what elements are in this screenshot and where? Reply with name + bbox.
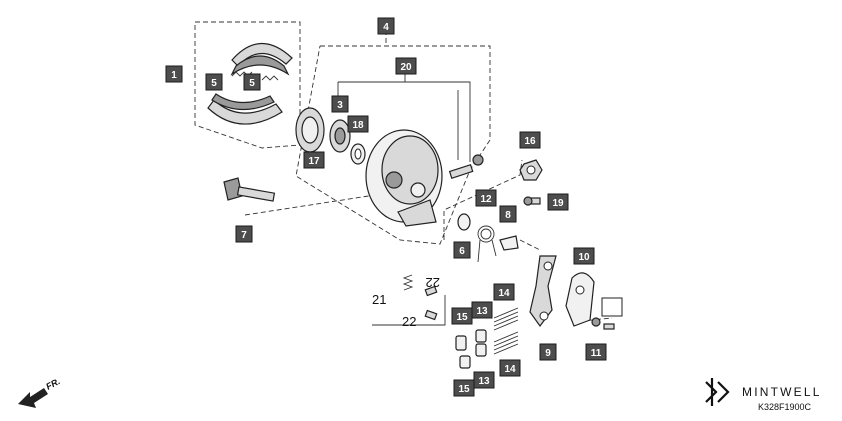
label-21: 21 (372, 292, 386, 307)
callout-7-text: 7 (241, 230, 247, 241)
callout-15-top: 15 (451, 307, 473, 325)
diagram-code: K328F1900C (758, 402, 812, 412)
brake-shoe-lower (207, 93, 283, 125)
cam-lever-plate (499, 235, 519, 251)
brand-name: MINTWELL (742, 385, 822, 399)
reference-box (601, 297, 623, 317)
callout-1: 1 (165, 65, 183, 83)
callout-5-right: 5 (243, 73, 261, 91)
front-direction-label: FR. (44, 376, 61, 392)
brand-logo: MINTWELL K328F1900C (705, 378, 822, 412)
callout-17: 17 (303, 151, 325, 169)
callout-14-top: 14 (493, 283, 515, 301)
callout-9-text: 9 (545, 348, 551, 359)
callout-3: 3 (331, 95, 349, 113)
callout-11: 11 (585, 343, 607, 361)
callout-8: 8 (499, 205, 517, 223)
plate-washer (457, 213, 471, 231)
brake-shoe-upper (230, 42, 293, 76)
callout-7: 7 (235, 225, 253, 243)
coil-springs (493, 307, 519, 355)
callout-20: 20 (395, 57, 417, 75)
brand-logo-icon (705, 378, 730, 406)
callout-15-bottom: 15 (453, 379, 475, 397)
callout-16: 16 (519, 131, 541, 149)
callout-10: 10 (573, 247, 595, 265)
callout-8-text: 8 (505, 210, 511, 221)
callout-12-text: 12 (480, 194, 492, 205)
callout-4-text: 4 (383, 22, 389, 33)
bearing (329, 119, 351, 153)
callout-15-bottom-text: 15 (458, 384, 470, 395)
brake-arm-a (529, 255, 557, 328)
callout-1-text: 1 (171, 70, 177, 81)
callout-14-top-text: 14 (498, 288, 510, 299)
brake-arm-b (565, 272, 595, 327)
callout-13-top-text: 13 (476, 306, 488, 317)
brake-panel (365, 129, 443, 227)
callout-17-text: 17 (308, 156, 320, 167)
callout-9: 9 (539, 343, 557, 361)
callout-5-left-text: 5 (211, 78, 217, 89)
callout-10-text: 10 (578, 252, 590, 263)
oil-seal (295, 107, 325, 153)
callout-14-bottom: 14 (499, 359, 521, 377)
callout-11-text: 11 (591, 348, 602, 359)
torsion-spring (477, 225, 497, 263)
callout-19-text: 19 (552, 198, 564, 209)
callout-13-top: 13 (471, 301, 493, 319)
washer (350, 143, 366, 165)
callout-6: 6 (453, 241, 471, 259)
callout-4: 4 (377, 17, 395, 35)
front-direction-arrow: FR. (18, 376, 62, 408)
nut (519, 159, 543, 181)
callout-14-bottom-text: 14 (504, 364, 516, 375)
callout-13-bottom: 13 (473, 371, 495, 389)
axle-bolt (223, 177, 276, 202)
brake-cam (448, 154, 484, 179)
callout-5-right-text: 5 (249, 78, 255, 89)
callout-19: 19 (547, 193, 569, 211)
callout-3-text: 3 (337, 100, 343, 111)
callout-6-text: 6 (459, 246, 465, 257)
spacer-set (455, 329, 487, 369)
label-22-bottom: 22 (402, 314, 416, 329)
callout-20-text: 20 (400, 62, 412, 73)
small-bolt (523, 196, 541, 206)
lever-bolt (591, 317, 615, 330)
label-22-top: 22 (426, 275, 440, 290)
callout-5-left: 5 (205, 73, 223, 91)
pin-pair-21 (402, 274, 438, 321)
callout-13-bottom-text: 13 (478, 376, 490, 387)
callout-15-top-text: 15 (456, 312, 468, 323)
callout-16-text: 16 (524, 136, 536, 147)
callout-18: 18 (347, 115, 369, 133)
callout-18-text: 18 (352, 120, 364, 131)
callout-12: 12 (475, 189, 497, 207)
